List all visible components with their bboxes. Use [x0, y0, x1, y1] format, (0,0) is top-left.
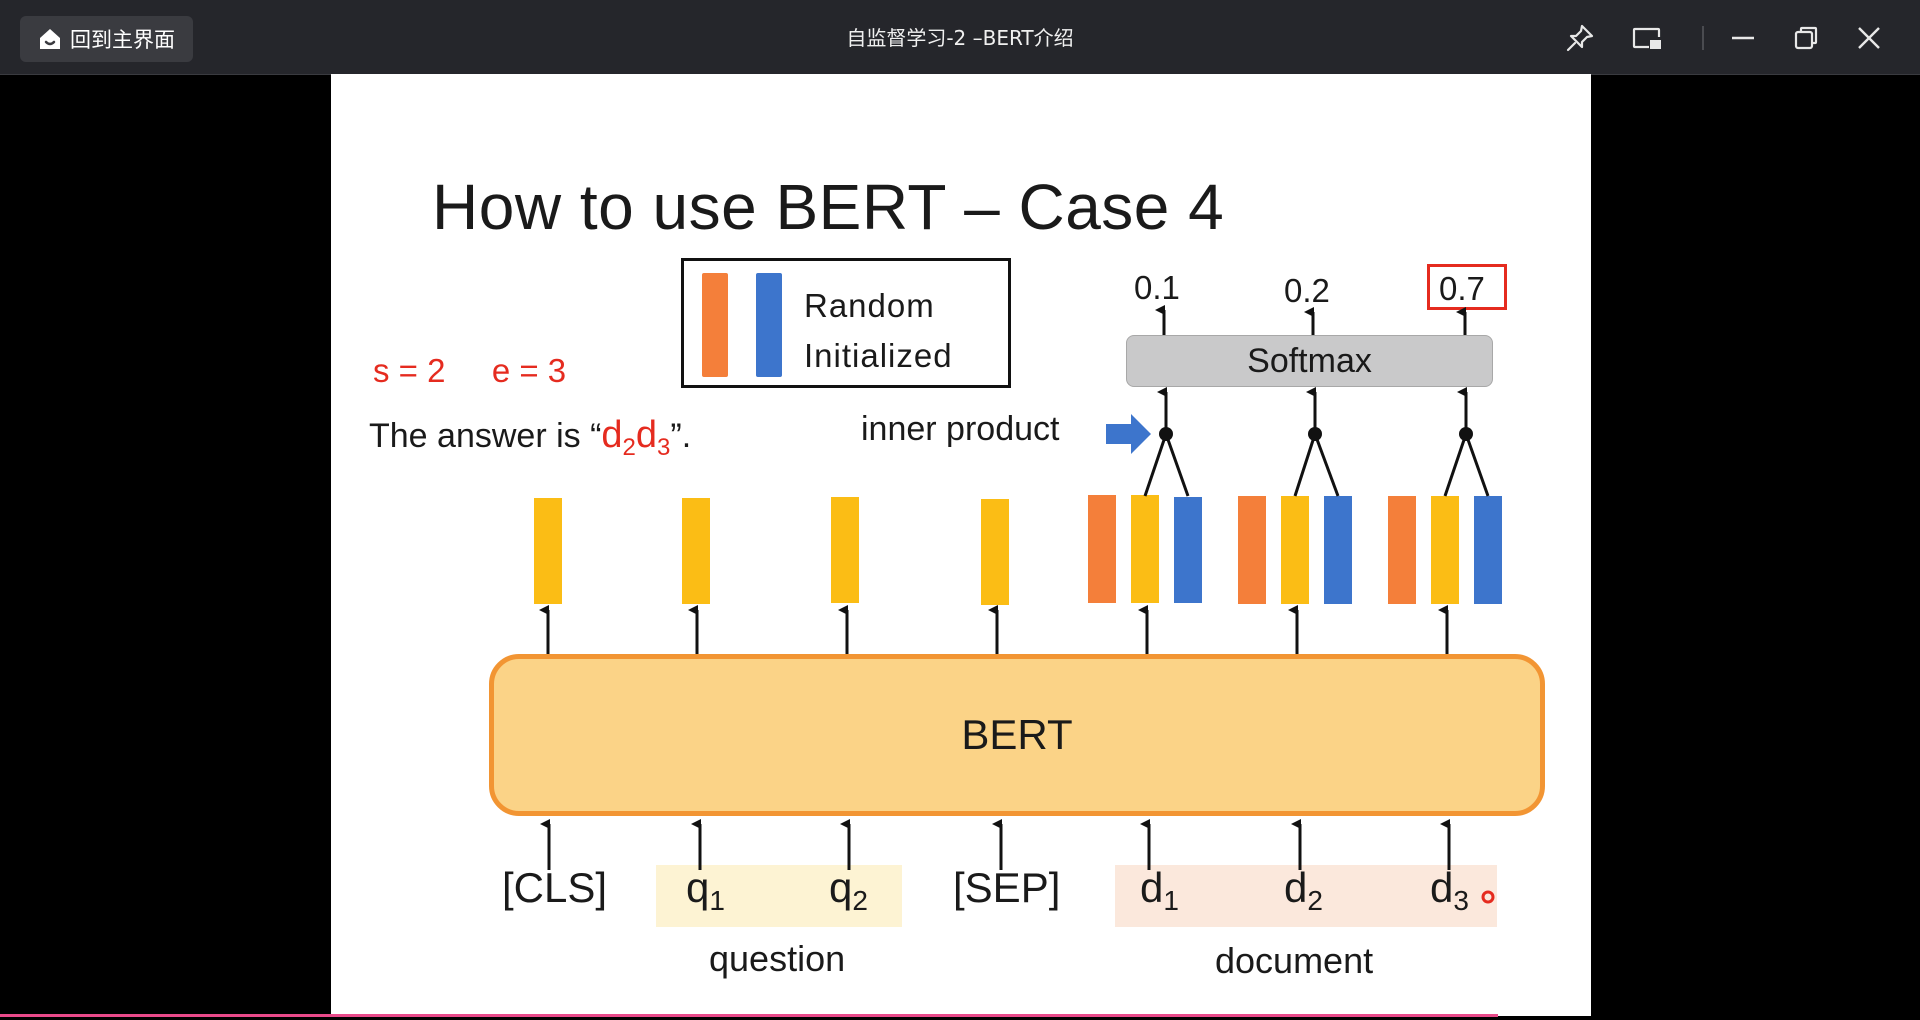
minimize-icon[interactable]: [1723, 18, 1763, 58]
token-d1-letter: d: [1140, 864, 1164, 911]
title-bar-divider: [1702, 26, 1704, 50]
restore-icon[interactable]: [1786, 18, 1826, 58]
legend-orange-vector: [702, 273, 728, 377]
answer-span: d2d3: [601, 414, 670, 461]
home-icon: [36, 25, 64, 53]
answer-sub-1: 2: [622, 434, 636, 461]
output-vector-d2: [1281, 496, 1309, 604]
home-button-label: 回到主界面: [70, 28, 175, 52]
end-vector-d1: [1174, 497, 1202, 603]
diagram-graphics: [534, 305, 1502, 904]
picture-in-picture-icon[interactable]: [1627, 18, 1667, 58]
window-title: 自监督学习-2 –BERT介绍: [846, 26, 1074, 50]
token-q2-sub: 2: [852, 885, 868, 916]
question-label: question: [709, 938, 846, 979]
token-d1-sub: 1: [1163, 885, 1179, 916]
end-vector-d3: [1474, 496, 1502, 604]
output-vector-q1: [682, 498, 710, 604]
legend-line-2: Initialized: [804, 337, 953, 374]
inner-product-label: inner product: [861, 410, 1060, 448]
title-bar: 回到主界面 自监督学习-2 –BERT介绍: [0, 0, 1920, 75]
token-d2: d2: [1284, 864, 1323, 917]
document-label: document: [1215, 940, 1374, 981]
answer-d-1: d: [601, 414, 623, 456]
token-d2-sub: 2: [1307, 885, 1323, 916]
inner-product-node-3: [1459, 427, 1473, 441]
token-d1: d1: [1140, 864, 1179, 917]
probability-1: 0.1: [1134, 269, 1180, 306]
start-end-labels: s = 2 e = 3: [373, 352, 566, 390]
start-label: s = 2: [373, 352, 446, 389]
probability-3: 0.7: [1439, 270, 1485, 307]
inner-product-node-2: [1308, 427, 1322, 441]
pin-icon[interactable]: [1560, 18, 1600, 58]
token-d3-letter: d: [1430, 864, 1454, 911]
token-d3: d3: [1430, 864, 1469, 917]
output-vector-cls: [534, 498, 562, 604]
answer-text: The answer is “d2d3”.: [369, 414, 691, 462]
inner-product-connectors: [1143, 305, 1490, 497]
slide: How to use BERT – Case 4 Random Initiali…: [331, 74, 1591, 1016]
max-probability-highlight: [1427, 264, 1507, 310]
token-d2-letter: d: [1284, 864, 1308, 911]
token-cls: [CLS]: [502, 864, 608, 911]
legend-line-1: Random: [804, 287, 935, 324]
playback-progress-bar[interactable]: [0, 1014, 1498, 1017]
legend-label: Random Initialized: [804, 281, 953, 381]
legend-blue-vector: [756, 273, 782, 377]
token-q2-letter: q: [829, 864, 853, 911]
input-arrows: [540, 819, 1451, 870]
output-vector-d3: [1431, 496, 1459, 604]
question-band: [656, 865, 902, 927]
output-vector-q2: [831, 497, 859, 603]
output-vector-sep: [981, 499, 1009, 605]
token-q1-letter: q: [686, 864, 710, 911]
slide-title: How to use BERT – Case 4: [432, 171, 1225, 243]
answer-sub-2: 3: [657, 434, 671, 461]
legend-box: Random Initialized: [681, 258, 1011, 388]
start-vector-d2: [1238, 496, 1266, 604]
start-vector-d3: [1388, 496, 1416, 604]
end-vector-d2: [1324, 496, 1352, 604]
answer-d-2: d: [635, 414, 658, 456]
output-vector-d1: [1131, 495, 1159, 603]
probability-2: 0.2: [1284, 272, 1330, 309]
inner-product-node-1: [1159, 427, 1173, 441]
inner-product-pointer-arrow: [1106, 414, 1151, 454]
token-q1-sub: 1: [709, 885, 725, 916]
start-vector-d1: [1088, 495, 1116, 603]
end-label: e = 3: [491, 352, 567, 389]
token-q1: q1: [686, 864, 725, 917]
cursor-marker: [1481, 890, 1495, 904]
softmax-box: Softmax: [1126, 335, 1493, 387]
token-d3-sub: 3: [1453, 885, 1469, 916]
close-icon[interactable]: [1849, 18, 1889, 58]
token-sep: [SEP]: [953, 864, 1061, 911]
bert-output-arrows: [539, 605, 1449, 654]
document-band: [1115, 865, 1497, 927]
bert-box: BERT: [489, 654, 1545, 816]
home-button[interactable]: 回到主界面: [20, 16, 193, 62]
answer-suffix: ”.: [670, 417, 692, 455]
token-q2: q2: [829, 864, 868, 917]
answer-prefix: The answer is “: [369, 417, 602, 455]
